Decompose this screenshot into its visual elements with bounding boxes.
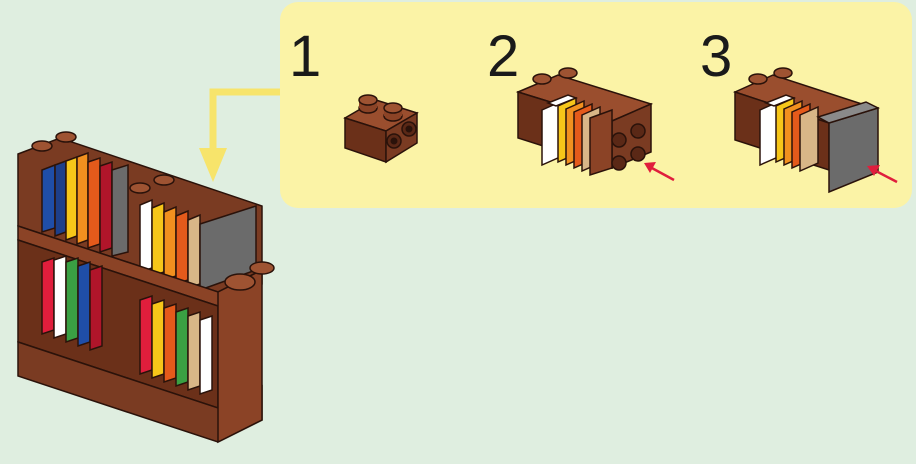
red-pointer-arrowhead-2	[644, 162, 656, 173]
step-1-brick	[343, 94, 419, 164]
red-pointer-arrow-2	[649, 165, 675, 182]
bookshelf-model	[17, 131, 275, 444]
connector-arrow	[209, 88, 280, 150]
step-number-3: 3	[700, 24, 732, 89]
step-3-assembly	[732, 67, 881, 194]
step-2-assembly	[515, 67, 654, 177]
step-number-2: 2	[487, 24, 519, 89]
step-number-1: 1	[289, 24, 321, 89]
red-pointer-arrow-3	[873, 168, 898, 184]
red-pointer-arrowhead-3	[867, 165, 880, 176]
connector-arrowhead	[199, 148, 227, 182]
